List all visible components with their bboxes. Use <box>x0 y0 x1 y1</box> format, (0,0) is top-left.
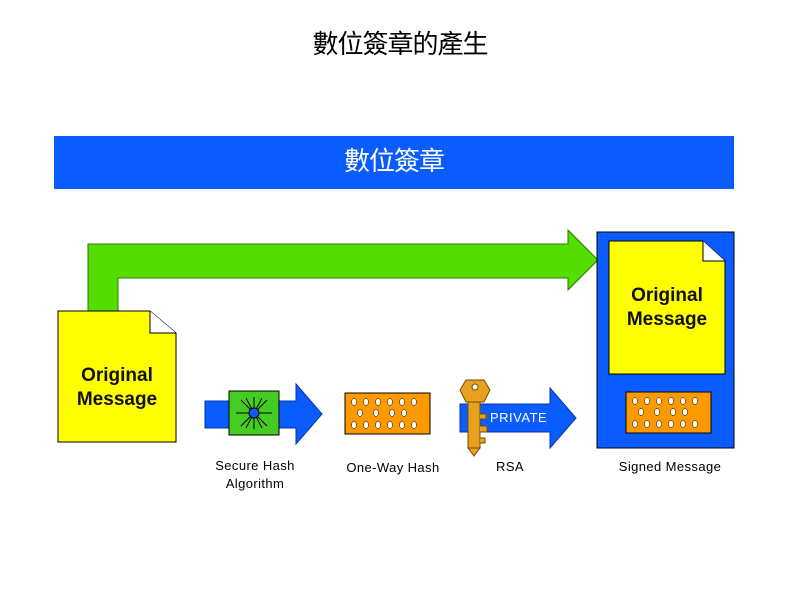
source-document-line1: Original <box>81 365 153 386</box>
one-way-hash-label: One-Way Hash <box>346 460 440 475</box>
key-icon <box>459 379 491 457</box>
hash-algorithm-line2: Algorithm <box>225 476 285 491</box>
private-key-label: PRIVATE <box>490 410 548 425</box>
source-document-label: Original Message <box>58 364 176 412</box>
signed-document-line2: Message <box>626 309 708 330</box>
flow-arrow-icon <box>87 228 599 319</box>
signed-document-icon <box>608 240 726 375</box>
signed-document-line1: Original <box>631 285 703 306</box>
banner: 數位簽章 <box>54 136 734 189</box>
hash-device-icon <box>228 390 280 436</box>
signed-message-label: Signed Message <box>618 459 722 474</box>
rsa-label: RSA <box>496 459 524 474</box>
slide-title: 數位簽章的產生 <box>312 30 488 60</box>
hash-algorithm-line1: Secure Hash <box>215 458 295 473</box>
hash-algorithm-label: Secure Hash Algorithm <box>195 457 315 493</box>
hash-block-icon <box>344 392 431 435</box>
source-document-line2: Message <box>76 389 158 410</box>
signature-block-icon <box>625 391 712 434</box>
source-document-icon <box>57 310 177 443</box>
signed-document-label: Original Message <box>609 284 725 332</box>
